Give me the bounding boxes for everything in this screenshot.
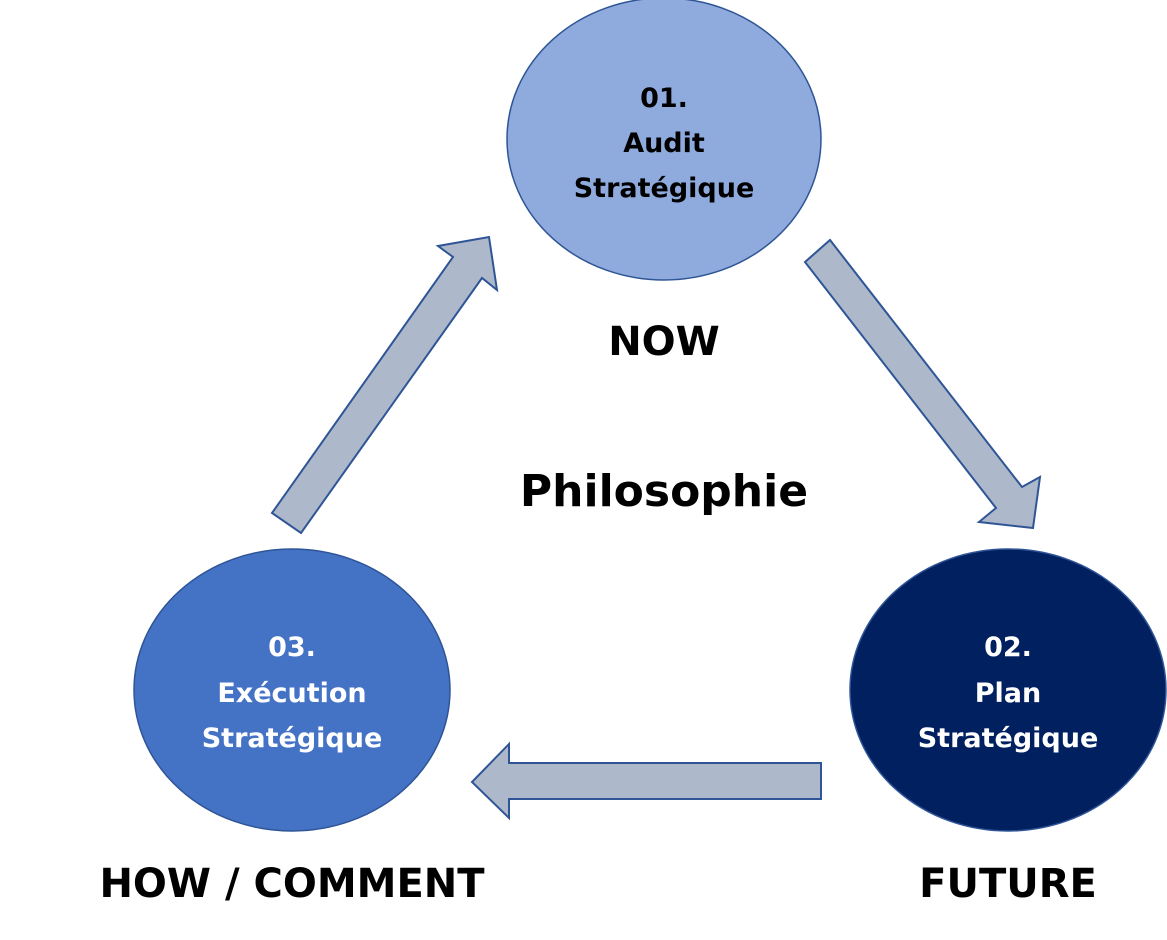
step-number: 03. bbox=[268, 632, 316, 663]
execution-text: 03. Exécution Stratégique bbox=[202, 632, 383, 754]
circle-execution bbox=[133, 548, 451, 832]
step-number: 02. bbox=[984, 632, 1032, 663]
caption-how: HOW / COMMENT bbox=[99, 861, 485, 907]
arrow-audit-to-plan bbox=[803, 238, 1042, 530]
step-number: 01. bbox=[640, 83, 688, 114]
audit-text: 01. Audit Stratégique bbox=[574, 83, 755, 204]
center-label: Philosophie bbox=[520, 466, 808, 517]
step-title: Audit bbox=[623, 128, 705, 159]
step-subtitle: Stratégique bbox=[202, 723, 383, 754]
arrow-execution-to-audit bbox=[270, 235, 499, 535]
step-title: Exécution bbox=[217, 678, 366, 709]
circle-plan bbox=[849, 548, 1167, 832]
caption-future: FUTURE bbox=[919, 861, 1097, 907]
plan-text: 02. Plan Stratégique bbox=[918, 632, 1099, 754]
step-subtitle: Stratégique bbox=[918, 723, 1099, 754]
caption-now: NOW bbox=[608, 319, 720, 365]
step-subtitle: Stratégique bbox=[574, 173, 755, 204]
circle-audit bbox=[506, 0, 822, 281]
step-title: Plan bbox=[975, 678, 1042, 709]
arrow-plan-to-execution bbox=[470, 741, 822, 821]
